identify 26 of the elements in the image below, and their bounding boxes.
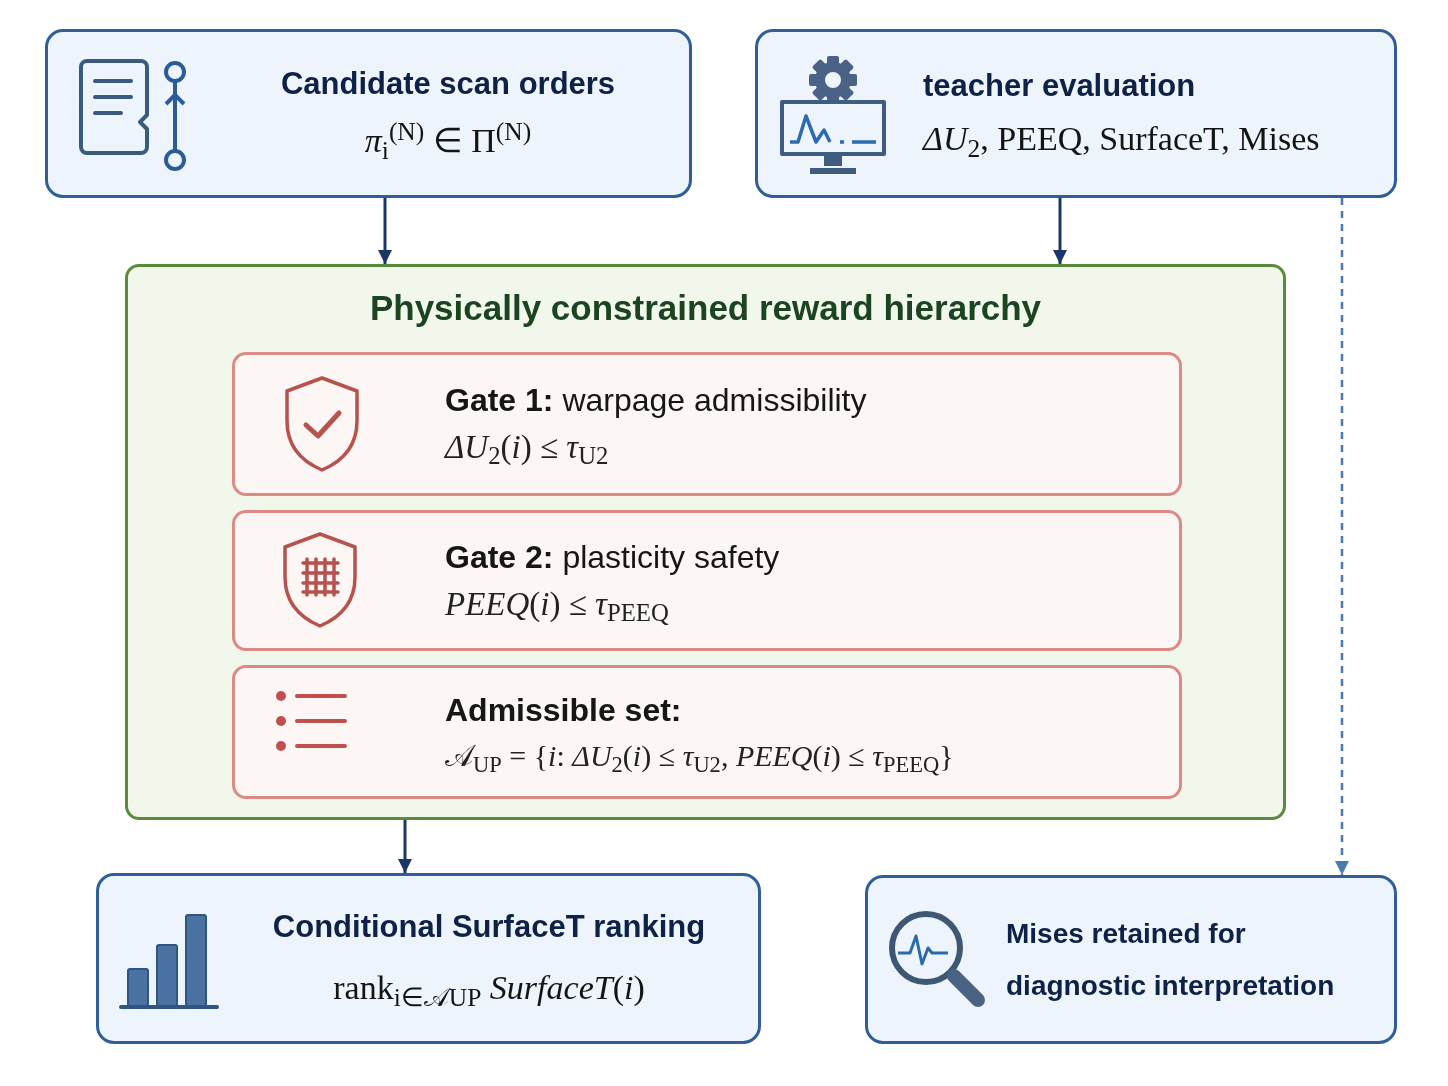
gate-title: Gate 1: warpage admissibility [445, 381, 867, 421]
box-title: Mises retained for diagnostic interpretation [1006, 916, 1336, 1003]
box-title: Conditional SurfaceT ranking [272, 907, 706, 946]
arrow [378, 198, 392, 264]
gate-box [232, 510, 1182, 651]
hierarchy-panel [125, 264, 1286, 820]
arrow [398, 820, 412, 873]
math-formula: rank$_{i∈𝒜UP}$ SurfaceT(i) [333, 968, 645, 1010]
diagnostic-box [865, 875, 1397, 1044]
math-formula: π$_{i}$$^{(N)}$ ∈ Π$^{(N)}$ [364, 121, 532, 163]
evaluation-box [755, 29, 1397, 198]
box-title: teacher evaluation [923, 66, 1196, 105]
math-formula: PEEQ(i) ≤ τ$_{PEEQ}$ [445, 584, 669, 625]
dashed-arrow [1335, 198, 1349, 875]
panel-title: Physically constrained reward hierarchy [369, 287, 1042, 329]
input-box [45, 29, 692, 198]
admissible-set-box [232, 665, 1182, 799]
arrow [1053, 198, 1067, 264]
gate-box [232, 352, 1182, 496]
math-formula: ΔU$_{2}$(i) ≤ τ$_{U2}$ [445, 428, 609, 468]
ranking-box [96, 873, 761, 1044]
math-formula: ΔU$_{2}$, PEEQ, SurfaceT, Mises [923, 119, 1320, 161]
math-formula: 𝒜$_{UP}$ = {i: ΔU$_{2}$(i) ≤ τ$_{U2}$, PEEQ(i) ≤ τ$_{PEEQ}$} [445, 738, 954, 774]
box-title: Candidate scan orders [280, 64, 616, 103]
set-title: Admissible set: [445, 691, 682, 730]
gate-title: Gate 2: plasticity safety [445, 537, 780, 577]
